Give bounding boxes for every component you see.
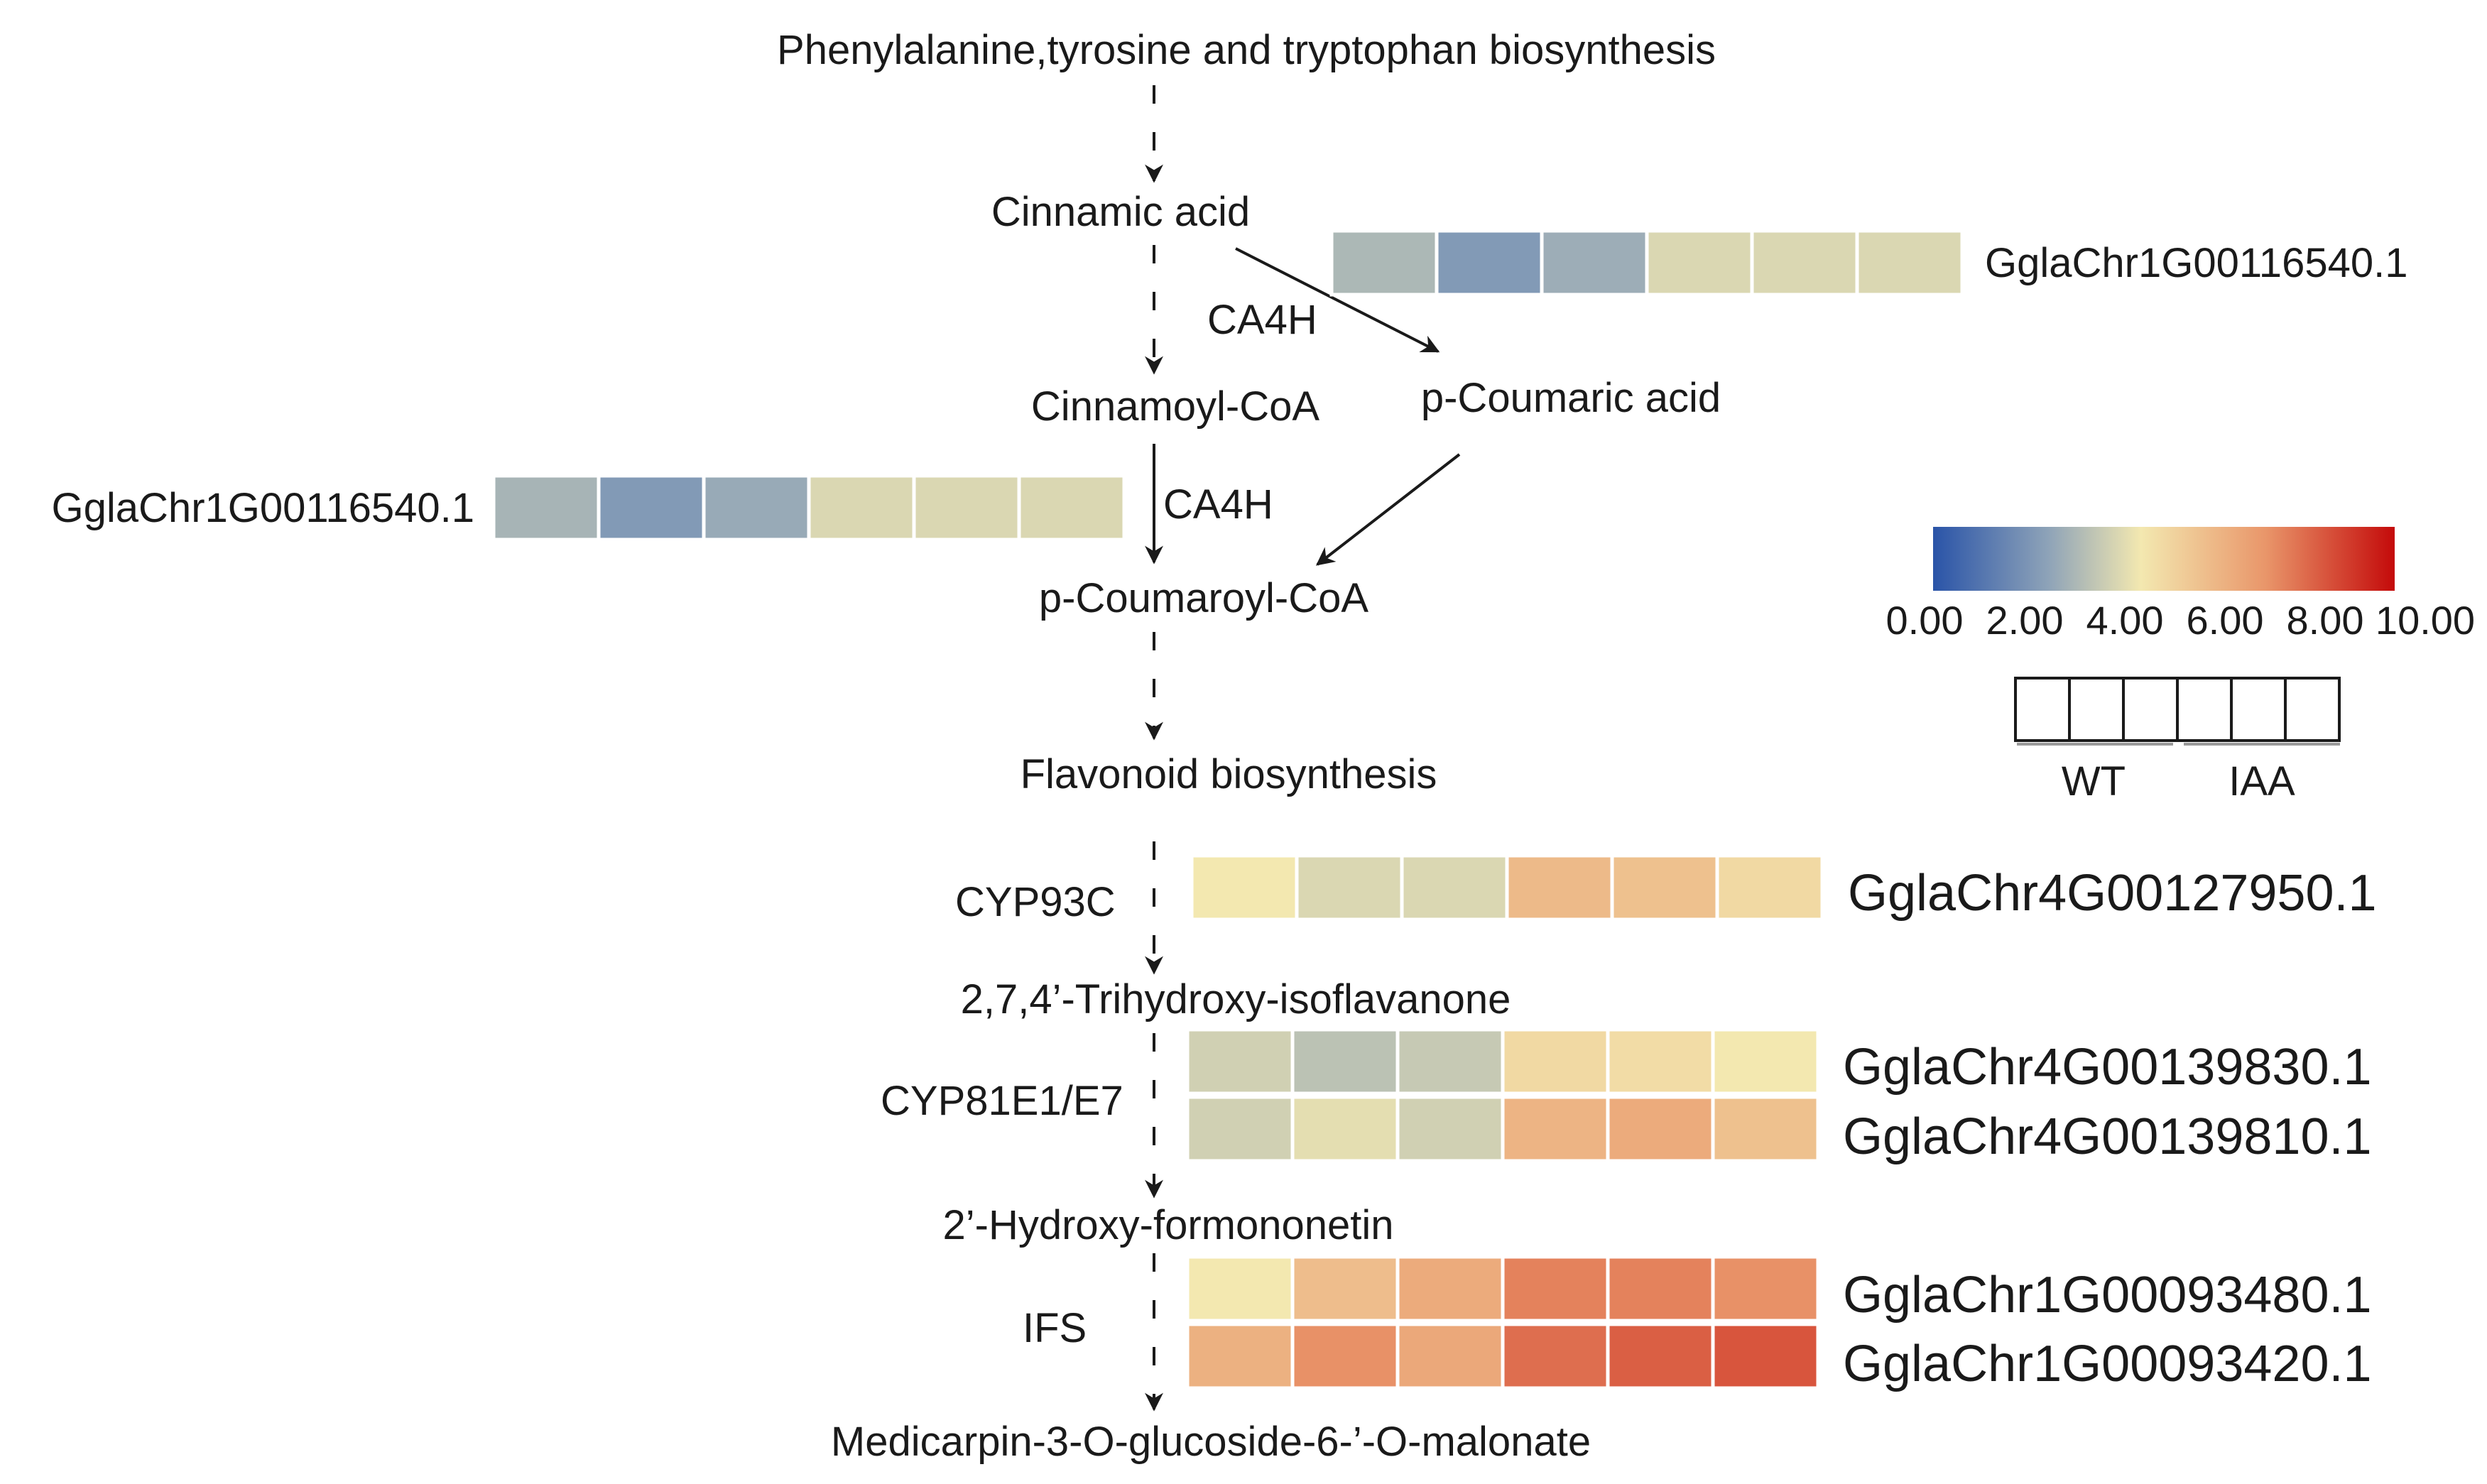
color-scale-tick-label: 8.00: [2287, 598, 2364, 643]
gene-id-label: GglaChr1G00116540.1: [52, 485, 474, 531]
heatmap-row: GglaChr1G00093480.1: [1185, 1255, 2372, 1324]
gene-id-label: GglaChr1G00093420.1: [1843, 1336, 2372, 1392]
label-cinnamic-acid: Cinnamic acid: [991, 189, 1250, 235]
sample-box: [2176, 677, 2233, 742]
wt-group-label: WT: [2062, 758, 2126, 804]
gene-id-label: GglaChr4G00139810.1: [1843, 1108, 2372, 1165]
heatmap-cell: [1606, 1322, 1715, 1390]
heatmap-cell: [1395, 1255, 1505, 1323]
sample-boxes: [2014, 677, 2341, 742]
heatmap-cell: [1750, 229, 1859, 297]
heatmap-row: GglaChr4G00127950.1: [1190, 853, 2377, 922]
label-cinnamoyl-coa: Cinnamoyl-CoA: [1031, 383, 1319, 430]
color-scale-bar: [1933, 527, 2395, 591]
heatmap-cell: [1610, 853, 1719, 922]
heatmap-row: GglaChr4G00139810.1: [1185, 1095, 2372, 1165]
expression-heatmaps: GglaChr1G00116540.1GglaChr1G00116540.1Gg…: [52, 229, 2407, 1392]
heatmap-cell: [1606, 1027, 1715, 1096]
label-hydroxy-formononetin: 2’-Hydroxy-formononetin: [942, 1202, 1393, 1248]
heatmap-row: GglaChr1G00116540.1: [1329, 229, 2407, 297]
heatmap-cell: [597, 474, 706, 542]
heatmap-cell: [1711, 1095, 1820, 1163]
sample-box: [2122, 677, 2179, 742]
label-enzyme-ifs: IFS: [1023, 1305, 1087, 1351]
sample-box: [2068, 677, 2125, 742]
label-trihydroxy-isoflavanone: 2,7,4’-Trihydroxy-isoflavanone: [961, 976, 1511, 1022]
heatmap-cell: [912, 474, 1021, 542]
sample-box: [2284, 677, 2341, 742]
label-enzyme-cyp81e1-e7: CYP81E1/E7: [881, 1078, 1123, 1124]
label-enzyme-ca4h-2: CA4H: [1163, 481, 1273, 528]
label-enzyme-cyp93c: CYP93C: [955, 879, 1116, 925]
heatmap-cell: [1290, 1095, 1400, 1163]
color-scale-tick-label: 2.00: [1986, 598, 2064, 643]
heatmap-cell: [1505, 853, 1614, 922]
heatmap-cell: [1501, 1095, 1610, 1163]
gene-id-label: GglaChr1G00116540.1: [1985, 240, 2407, 286]
heatmap-row: GglaChr1G00116540.1: [52, 474, 1126, 542]
heatmap-cell: [1395, 1095, 1505, 1163]
heatmap-cell: [1501, 1027, 1610, 1096]
sample-group-legend: WT IAA: [2014, 677, 2341, 804]
heatmap-cell: [1400, 853, 1509, 922]
color-scale-ticks: 0.00 2.00 4.00 6.00 8.00 10.00: [1886, 598, 2476, 643]
iaa-group-label: IAA: [2228, 758, 2295, 804]
heatmap-cell: [1395, 1322, 1505, 1390]
heatmap-cell: [1501, 1322, 1610, 1390]
heatmap-cell: [1715, 853, 1824, 922]
heatmap-cell: [1329, 229, 1439, 297]
label-p-coumaric-acid: p-Coumaric acid: [1421, 375, 1721, 421]
pathway-arrows: [1145, 85, 1461, 1412]
heatmap-cell: [1501, 1255, 1610, 1323]
heatmap-cell: [1290, 1255, 1400, 1323]
heatmap-cell: [1290, 1027, 1400, 1096]
label-medicarpin: Medicarpin-3-O-glucoside-6-’-O-malonate: [831, 1419, 1591, 1465]
heatmap-cell: [1855, 229, 1964, 297]
heatmap-cell: [1185, 1255, 1295, 1323]
heatmap-cell: [1540, 229, 1649, 297]
heatmap-cell: [1185, 1322, 1295, 1390]
gene-id-label: GglaChr1G00093480.1: [1843, 1267, 2372, 1324]
heatmap-cell: [1645, 229, 1754, 297]
heatmap-cell: [491, 474, 601, 542]
heatmap-row: GglaChr1G00093420.1: [1185, 1322, 2372, 1392]
color-scale-tick-label: 4.00: [2086, 598, 2164, 643]
heatmap-cell: [1606, 1095, 1715, 1163]
sample-box: [2014, 677, 2071, 742]
gene-id-label: GglaChr4G00127950.1: [1848, 865, 2377, 922]
heatmap-cell: [1295, 853, 1404, 922]
heatmap-cell: [1711, 1255, 1820, 1323]
heatmap-row: GglaChr4G00139830.1: [1185, 1027, 2372, 1096]
heatmap-cell: [1606, 1255, 1715, 1323]
gene-id-label: GglaChr4G00139830.1: [1843, 1039, 2372, 1096]
color-scale-tick-label: 6.00: [2187, 598, 2264, 643]
color-scale-tick-label: 10.00: [2376, 598, 2475, 643]
heatmap-cell: [807, 474, 916, 542]
label-p-coumaroyl-coa: p-Coumaroyl-CoA: [1039, 575, 1368, 621]
heatmap-cell: [1290, 1322, 1400, 1390]
heatmap-cell: [1185, 1095, 1295, 1163]
heatmap-cell: [1185, 1027, 1295, 1096]
heatmap-cell: [1711, 1322, 1820, 1390]
label-enzyme-ca4h-1: CA4H: [1207, 297, 1317, 343]
heatmap-cell: [702, 474, 811, 542]
color-scale-legend: 0.00 2.00 4.00 6.00 8.00 10.00: [1886, 527, 2476, 643]
heatmap-cell: [1190, 853, 1299, 922]
color-scale-tick-label: 0.00: [1886, 598, 1964, 643]
sample-box: [2230, 677, 2287, 742]
arrow-coumaric-to-coumaroyl: [1315, 453, 1461, 566]
heatmap-cell: [1435, 229, 1544, 297]
heatmap-cell: [1017, 474, 1126, 542]
arrow-cinnamic-to-coumaric: [1235, 247, 1440, 353]
heatmap-cell: [1395, 1027, 1505, 1096]
heatmap-cell: [1711, 1027, 1820, 1096]
label-flavonoid-biosynthesis: Flavonoid biosynthesis: [1021, 751, 1437, 797]
label-phe-tyr-trp-biosynthesis: Phenylalanine,tyrosine and tryptophan bi…: [777, 27, 1716, 73]
